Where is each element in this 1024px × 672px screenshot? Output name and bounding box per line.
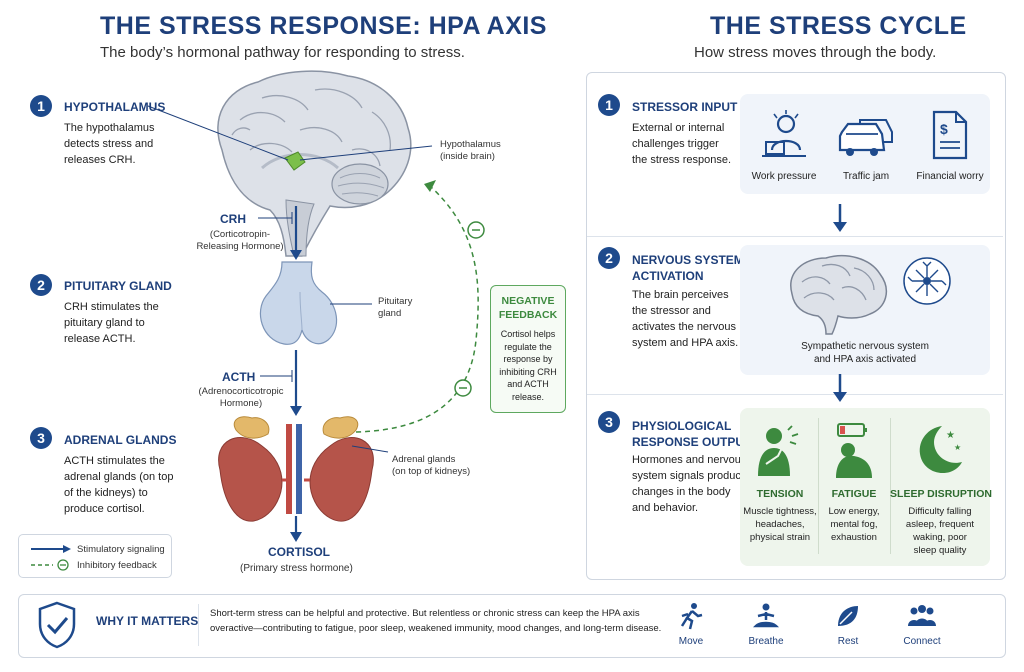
legend-swatches <box>31 545 71 571</box>
moon-icon: ★ ★ <box>919 426 962 474</box>
cortisol-desc: (Primary stress hormone) <box>240 563 353 574</box>
cycle-title: THE STRESS CYCLE <box>710 12 967 40</box>
panel-divider-2 <box>587 394 1003 395</box>
hypothalamus-label: Hypothalamus(inside brain) <box>440 139 501 162</box>
svg-text:$: $ <box>940 121 948 137</box>
sleep-disruption-title: SLEEP DISRUPTION <box>890 488 992 500</box>
kidneys-illustration <box>218 416 374 522</box>
panel-divider-1 <box>587 236 1003 237</box>
step-1-badge: 1 <box>30 95 52 117</box>
leaf-icon <box>838 606 858 626</box>
footer-divider <box>198 604 199 646</box>
legend-inhibitory: Inhibitory feedback <box>77 560 157 571</box>
stage-3-badge: 3 <box>598 411 620 433</box>
acth-label: ACTH <box>222 370 256 384</box>
fatigue-desc: Low energy,mental fog,exhaustion <box>828 506 880 543</box>
outputs-divider-2 <box>890 418 891 554</box>
cortisol-label: CORTISOL <box>268 545 330 559</box>
tension-title: TENSION <box>756 488 804 500</box>
legend-stimulatory: Stimulatory signaling <box>77 544 165 555</box>
svg-text:★: ★ <box>954 443 961 452</box>
traffic-jam-icon <box>838 119 893 156</box>
shield-check-icon <box>38 601 76 649</box>
legend: Stimulatory signaling Inhibitory feedbac… <box>18 534 172 578</box>
hypothalamus-marker <box>284 151 306 171</box>
step-2-title: PITUITARY GLAND <box>64 279 172 293</box>
why-it-matters-title: WHY IT MATTERS <box>96 614 199 628</box>
why-it-matters-text: Short-term stress can be helpful and pro… <box>210 608 662 634</box>
financial-worry-icon: $ <box>932 110 968 160</box>
tension-desc: Muscle tightness,headaches,physical stra… <box>743 506 817 543</box>
people-icon <box>908 605 936 626</box>
step-3-badge: 3 <box>30 427 52 449</box>
fatigue-icon <box>836 423 872 478</box>
adrenal-label: Adrenal glands(on top of kidneys) <box>392 454 471 477</box>
brain-icon <box>790 255 888 335</box>
hpa-title: THE STRESS RESPONSE: HPA AXIS <box>100 12 547 40</box>
rest-label: Rest <box>837 636 859 647</box>
why-it-matters-bar <box>18 594 1006 658</box>
breathe-icon <box>752 603 780 628</box>
outputs-divider-1 <box>818 418 819 554</box>
tension-icon <box>758 425 799 476</box>
crh-label: CRH <box>220 212 246 226</box>
step-3-title: ADRENAL GLANDS <box>64 433 177 447</box>
hpa-anatomy-illustration <box>147 70 485 542</box>
work-pressure-icon <box>762 110 806 157</box>
breathe-label: Breathe <box>748 636 784 647</box>
crh-full-name: (Corticotropin-Releasing Hormone) <box>196 229 284 252</box>
work-pressure-label: Work pressure <box>751 171 817 182</box>
stage-2-badge: 2 <box>598 247 620 269</box>
svg-text:★: ★ <box>946 430 955 441</box>
move-icon <box>680 603 703 630</box>
pituitary-gland-illustration <box>259 261 338 345</box>
neuron-icon <box>903 257 951 305</box>
cycle-subtitle: How stress moves through the body. <box>694 44 937 61</box>
connect-label: Connect <box>903 636 941 647</box>
move-label: Move <box>678 636 704 647</box>
hpa-subtitle: The body’s hormonal pathway for respondi… <box>100 44 465 61</box>
step-1-title: HYPOTHALAMUS <box>64 100 166 114</box>
stage-1-title: STRESSOR INPUT <box>632 100 738 114</box>
brain-illustration <box>217 70 412 257</box>
step-2-badge: 2 <box>30 274 52 296</box>
traffic-jam-label: Traffic jam <box>842 171 890 182</box>
fatigue-title: FATIGUE <box>831 488 877 500</box>
stage-1-badge: 1 <box>598 94 620 116</box>
cycle-arrow-2 <box>833 374 847 402</box>
financial-worry-label: Financial worry <box>916 171 984 182</box>
cycle-arrow-1 <box>833 204 847 232</box>
